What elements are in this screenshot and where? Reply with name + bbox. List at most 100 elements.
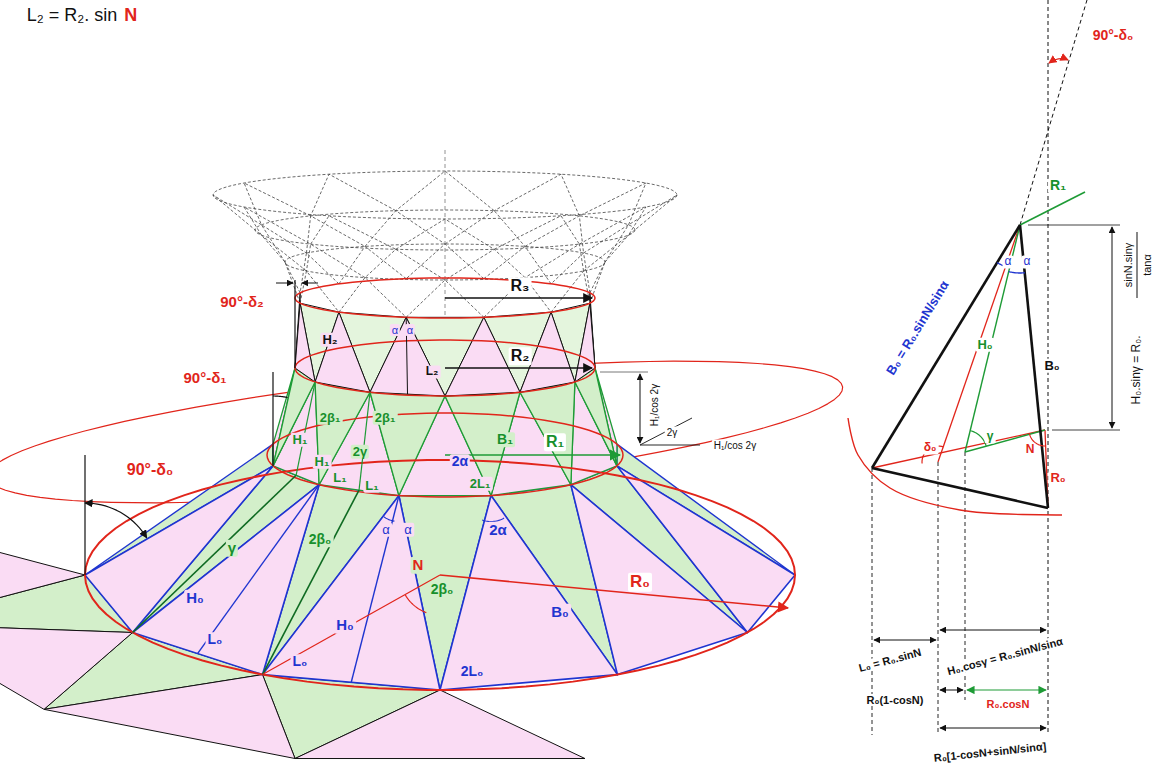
extension-line [600, 372, 648, 373]
tier-panel [440, 496, 618, 690]
math-label: γ [226, 540, 238, 557]
math-label: R₀ [1048, 471, 1067, 485]
drawing-group [0, 0, 1137, 759]
dashed-mesh [306, 216, 365, 253]
math-label: H₁ [313, 455, 332, 469]
ring-outline [85, 460, 795, 690]
dashed-mesh [339, 246, 406, 283]
math-label: L₀ [291, 654, 310, 669]
angle-arc [1049, 59, 1068, 63]
extension-line [1028, 225, 1120, 226]
dashed-mesh [213, 195, 261, 235]
math-label: H₀ [334, 617, 356, 634]
math-label: L₁ [363, 479, 380, 493]
math-label: 2L₀ [459, 664, 486, 679]
radius-line [263, 575, 441, 675]
math-label: H₂ [320, 333, 339, 347]
edge-line [872, 468, 1048, 508]
math-label: 2β₀ [307, 532, 334, 547]
dashed-mesh [445, 249, 525, 280]
math-label: α [1003, 255, 1014, 268]
floor-panel [44, 675, 295, 759]
altitude-line [198, 485, 320, 654]
math-label: H₁ [291, 433, 310, 447]
math-label: H₀ [975, 338, 994, 352]
height-line [965, 225, 1020, 452]
dimension-line [1112, 227, 1113, 428]
math-label: H₀.cosγ = R₀.sinN/sinα [944, 634, 1066, 678]
math-label: 2β₀ [429, 582, 456, 597]
dimension-line [874, 640, 936, 641]
dashed-mesh [494, 216, 579, 250]
dashed-mesh [494, 174, 579, 216]
dashed-mesh [584, 235, 629, 271]
math-label: 90°-δ₂ [218, 294, 265, 311]
dimension-line [940, 728, 1046, 729]
radius-arrow [445, 367, 592, 368]
dashed-mesh [584, 225, 629, 262]
tier-panel [445, 392, 520, 495]
math-label: B₀ [1042, 359, 1061, 373]
math-label: α [402, 523, 414, 537]
math-label: B₀ = R₀.sinN/sinα [883, 277, 953, 380]
edge-line [872, 225, 1020, 468]
dashed-mesh [306, 244, 365, 277]
math-label: 2γ [665, 427, 680, 438]
angle-arc [85, 503, 147, 538]
extension-line [1052, 430, 1120, 431]
angle-arc [1009, 272, 1025, 273]
math-label: R₀[1-cosN+sinN/sinα] [931, 740, 1049, 764]
math-label: R₀ [628, 573, 652, 592]
dashed-mesh [396, 171, 494, 211]
dashed-mesh [365, 211, 445, 247]
dashed-line [1020, 0, 1087, 225]
red-line [872, 430, 1045, 468]
math-label: N [411, 557, 426, 574]
reference-line [294, 280, 295, 368]
tier-panel [370, 392, 445, 495]
radius-arrow [445, 454, 620, 456]
math-label: 2γ [351, 445, 369, 459]
reference-line [272, 372, 273, 466]
tier-panel [520, 382, 575, 485]
dashed-mesh [311, 174, 396, 216]
math-label: α [390, 324, 400, 336]
math-label: H₁/cos 2γ [712, 440, 758, 451]
math-label: L₁ [331, 471, 348, 485]
floor-panel [0, 526, 85, 624]
math-label: N [1024, 443, 1037, 456]
math-label: B₁ [495, 432, 515, 447]
angle-arc [405, 595, 426, 613]
math-label: α [380, 523, 392, 537]
dimension-line [640, 374, 641, 443]
math-label: L₀ = R₀.sinN [856, 645, 925, 674]
math-label: H₁/cos 2γ [649, 382, 660, 428]
dashed-mesh [261, 225, 306, 262]
math-label: 90°-δ₁ [182, 370, 229, 387]
math-label: sinN.sinγ [1122, 241, 1134, 290]
dashed-mesh [579, 207, 646, 244]
dashed-mesh [244, 183, 311, 225]
floor-panel [295, 690, 585, 759]
formula-label: L₂ = R₂. sin [25, 6, 120, 26]
tick-arrow [276, 283, 293, 284]
math-label: γ [985, 430, 996, 443]
floor-panel [0, 624, 133, 709]
math-label: α [1022, 255, 1033, 268]
fraction-bar [1137, 232, 1138, 298]
tier-panel [295, 303, 315, 382]
tier-panel [85, 466, 273, 633]
math-label: R₀.cosN [985, 698, 1032, 710]
math-label: L₀ [206, 632, 225, 647]
angle-arc [384, 517, 394, 521]
dimension-line [640, 445, 700, 446]
altitude-line [133, 475, 297, 632]
dashed-mesh [445, 211, 525, 247]
dashed-mesh [311, 216, 396, 250]
reference-line [84, 455, 85, 575]
tier-panel [370, 317, 445, 396]
dimension-line [940, 690, 963, 691]
math-label: 2α [450, 454, 470, 469]
math-label: L₂ [424, 365, 441, 378]
